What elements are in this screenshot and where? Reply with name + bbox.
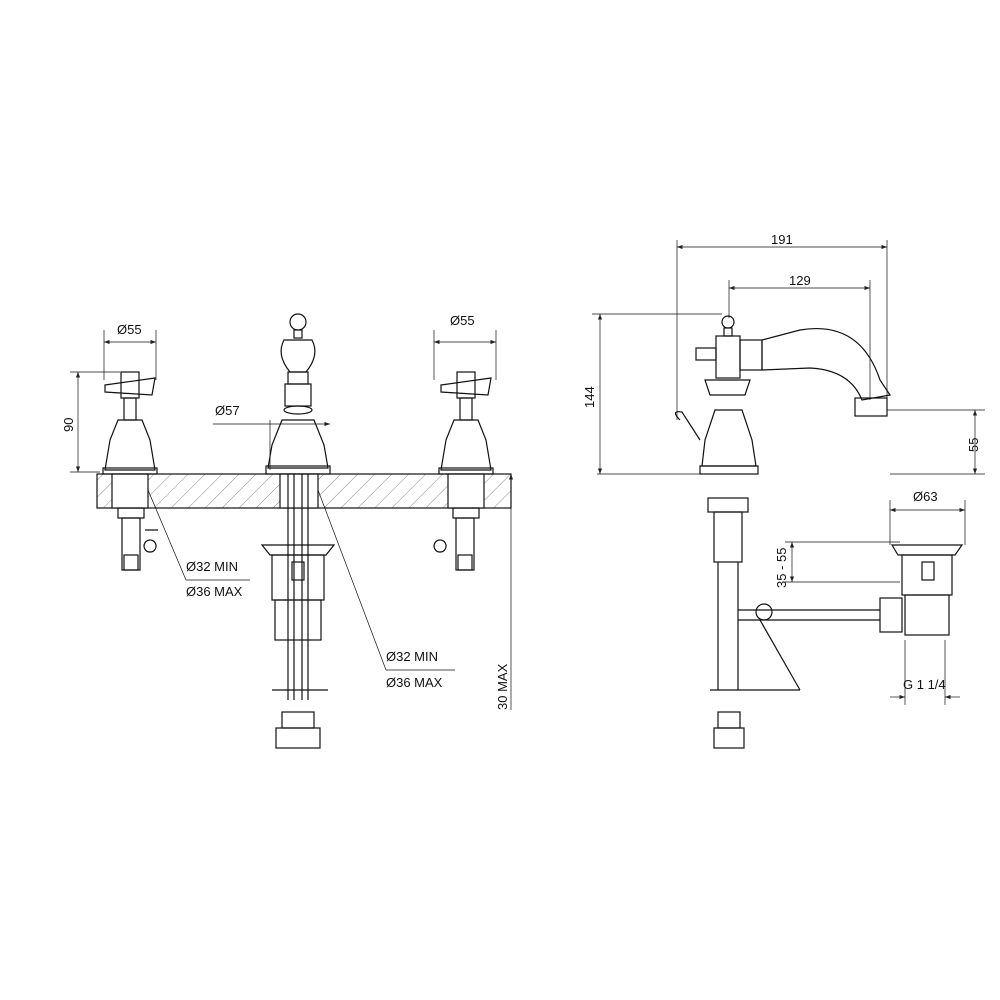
- valve-hole-min-label: Ø32 MIN: [186, 559, 239, 574]
- right-valve: [433, 371, 494, 571]
- left-valve-diameter-label: Ø55: [117, 322, 142, 337]
- overall-height-label: 144: [582, 386, 597, 408]
- valve-height-label: 90: [61, 417, 76, 432]
- overall-depth-label: 191: [771, 232, 793, 247]
- valve-hole-max-label: Ø36 MAX: [186, 584, 243, 599]
- spout-hole-max-label: Ø36 MAX: [386, 675, 443, 690]
- drain-assembly: [879, 544, 964, 636]
- drain-diameter-label: Ø63: [913, 489, 938, 504]
- spout-hole-min-label: Ø32 MIN: [386, 649, 439, 664]
- drain-thread-label: G 1 1/4: [903, 677, 946, 692]
- spout-diameter-label: Ø57: [215, 403, 240, 418]
- counter-thickness-label: 30 MAX: [495, 663, 510, 710]
- right-valve-diameter-label: Ø55: [450, 313, 475, 328]
- left-valve: [102, 371, 158, 571]
- center-spout: [260, 313, 336, 749]
- spout-reach-label: 129: [789, 273, 811, 288]
- side-faucet: [674, 315, 892, 749]
- drain-range-label: 35 - 55: [774, 547, 789, 588]
- spout-outlet-height-label: 55: [966, 437, 981, 452]
